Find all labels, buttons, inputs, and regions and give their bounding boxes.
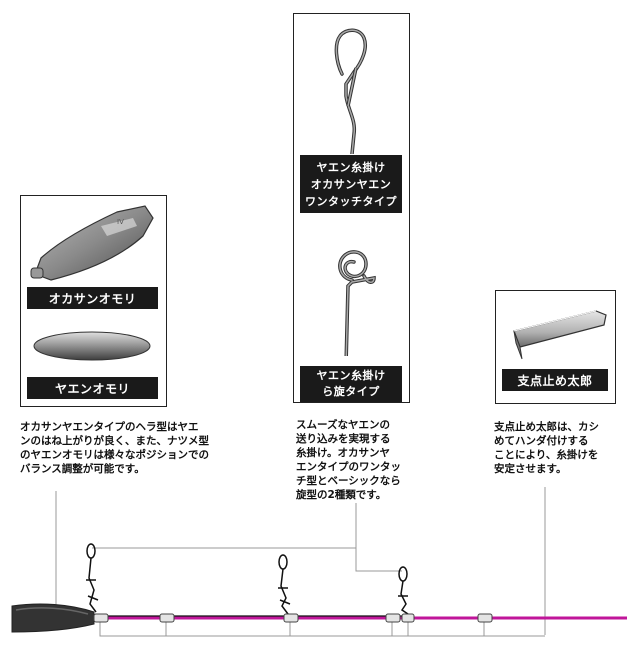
- fulcrum-stopper-description: 支点止め太郎は、カシ めてハンダ付けする ことにより、糸掛けを 安定させます。: [494, 421, 599, 475]
- hook-spiral: [398, 566, 409, 615]
- stopper-6: [477, 613, 493, 623]
- fulcrum-stopper-label: 支点止め太郎: [502, 369, 608, 391]
- sinker-panel: IV オカサンオモリ ヤエンオモリ: [20, 195, 167, 407]
- stopper-4: [385, 613, 401, 623]
- onetouch-hook-image: [334, 28, 367, 154]
- stopper-2: [159, 613, 175, 623]
- hook-leader-line-1: [92, 503, 357, 549]
- svg-text:IV: IV: [117, 218, 124, 226]
- sinker-description: オカサンヤエンタイプのヘラ型はヤエ ンのはね上がりが良く、また、ナツメ型 のヤエ…: [20, 421, 209, 475]
- stopper-3: [283, 613, 299, 623]
- stopper-1: [93, 613, 109, 623]
- okasan-sinker-image: IV: [30, 205, 154, 281]
- fulcrum-stopper-image: [513, 310, 607, 360]
- hook-onetouch-2: [278, 554, 291, 615]
- natsume-sinker-image: [33, 331, 151, 361]
- hook-onetouch-1: [86, 543, 99, 613]
- hook-leader-line-2: [355, 548, 402, 572]
- yaen-sinker-label: ヤエンオモリ: [27, 377, 158, 399]
- spiral-hook-image: [338, 250, 376, 356]
- stopper-5: [401, 613, 415, 623]
- onetouch-hook-label: ヤエン糸掛け オカサンヤエン ワンタッチタイプ: [300, 155, 402, 213]
- spiral-hook-label: ヤエン糸掛け ら旋タイプ: [300, 366, 402, 402]
- line-hook-description: スムーズなヤエンの 送り込みを実現する 糸掛け。オカサンヤ エンタイプのワンタッ…: [296, 419, 401, 501]
- fulcrum-stopper-panel: 支点止め太郎: [495, 290, 616, 404]
- line-hook-panel: ヤエン糸掛け オカサンヤエン ワンタッチタイプ ヤエン糸掛け ら旋タイプ: [293, 13, 410, 403]
- okasan-sinker-label: オカサンオモリ: [27, 287, 158, 309]
